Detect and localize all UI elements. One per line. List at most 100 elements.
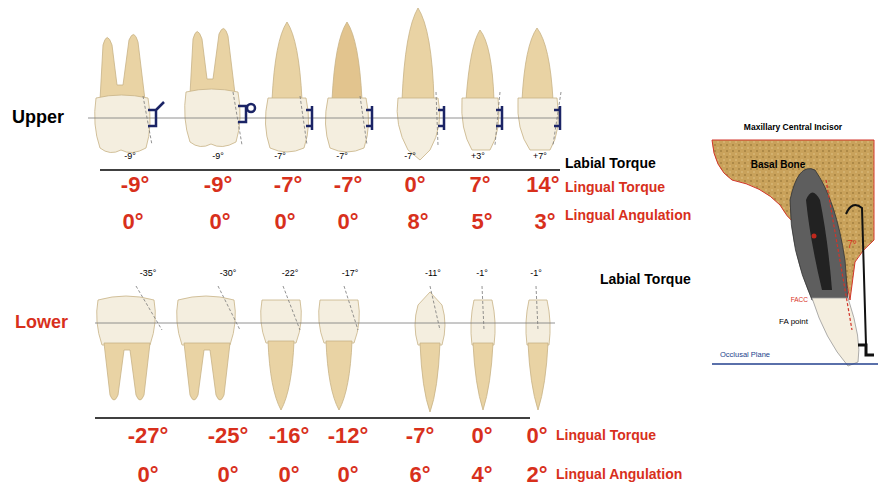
row-label: Lingual Angulation [556,467,682,482]
premolar [325,22,368,152]
incisor-root [790,169,848,300]
labial-torque-value: -7° [336,152,348,162]
occlusal-line [95,323,555,324]
jaw-label: Lower [15,313,68,333]
incisor-crown [812,298,859,366]
divider-line [95,417,530,419]
labial-torque-value: -30° [220,269,237,279]
lingual-angulation-value: 0° [337,210,358,234]
tooth-root [528,343,548,410]
lingual-angulation-value: 5° [471,210,492,234]
lingual-torque-value: -27° [128,424,169,448]
lingual-torque-value: -9° [204,173,232,197]
labial-torque-value: -1° [530,269,542,279]
lingual-angulation-value: 3° [534,210,555,234]
lingual-torque-value: 14° [526,173,559,197]
labial-torque-value: -35° [140,269,157,279]
lingual-angulation-value: 0° [278,463,299,487]
brackets [148,102,560,130]
lingual-torque-value: -7° [406,424,434,448]
row-label: Labial Torque [600,272,691,287]
torque-axis-lines [136,286,538,330]
point-label: FACC [791,296,808,303]
labial-torque-value: -7° [404,152,416,162]
labial-torque-value: -7° [274,152,286,162]
jaw-label: Upper [12,108,64,128]
tooth-crown [261,300,302,343]
tooth-root [332,22,362,100]
tooth-root [272,22,302,100]
tooth-root [420,343,440,412]
tooth-root [522,28,553,100]
row-label: Labial Torque [565,156,656,171]
region-label: Basal Bone [751,159,805,170]
lingual-angulation-value: 0° [274,210,295,234]
labial-torque-value: -11° [425,269,441,279]
lingual-torque-value: -7° [274,173,302,197]
lingual-torque-value: -16° [269,424,310,448]
labial-torque-value: -9° [212,152,224,162]
center-dot [812,234,817,239]
lingual-angulation-value: 2° [526,463,547,487]
tooth-root [402,8,434,100]
lingual-torque-value: -25° [208,424,249,448]
row-label: Lingual Angulation [565,208,691,223]
tooth-crown [319,300,360,343]
molar [185,28,240,146]
tooth-root [190,28,235,94]
lower-teeth [97,292,550,412]
tooth-root [104,343,150,400]
lingual-torque-value: 0° [404,173,425,197]
lingual-angulation-value: 0° [122,210,143,234]
tooth-root [466,30,494,100]
tooth-crown [415,292,445,345]
tooth-crown [325,98,368,152]
incisor-pulp [806,193,832,291]
labial-torque-value: +3° [471,152,485,162]
tooth-crown [95,95,150,153]
tooth-crown [462,98,499,150]
tooth-root [473,343,493,410]
point-label: FA point [779,318,808,327]
torque-axis-lines [143,92,561,145]
upper-teeth [95,8,559,160]
lingual-angulation-value: 0° [217,463,238,487]
tooth-root [100,34,145,100]
tooth-crown [265,98,308,152]
lingual-angulation-value: 0° [137,463,158,487]
lingual-angulation-value: 0° [337,463,358,487]
bracket-symbol [858,345,874,355]
tooth-root [268,341,294,410]
tooth-crown [177,296,236,345]
premolar [319,300,360,410]
lingual-angulation-value: 8° [407,210,428,234]
row-label: Lingual Torque [565,180,665,195]
inset-title: Maxillary Central Incisor [744,123,842,132]
labial-torque-value: -22° [282,269,299,279]
lingual-torque-value: -7° [334,173,362,197]
lingual-torque-value: 0° [526,424,547,448]
labial-torque-value: -17° [342,269,359,279]
labial-torque-value: -9° [124,152,136,162]
plane-label: Occlusal Plane [720,351,770,359]
tooth-root [184,343,230,400]
lingual-angulation-value: 6° [409,463,430,487]
occlusal-line [88,118,560,119]
angle-label: 7° [847,239,857,250]
incisor [526,300,550,410]
tooth-root [326,341,352,410]
occlusal-plane-line [712,363,878,365]
basal-bone [712,140,874,300]
lingual-torque-value: 0° [471,424,492,448]
labial-torque-value: -1° [476,269,488,279]
lingual-torque-value: -12° [328,424,369,448]
tooth-crown [397,98,440,160]
divider-line [100,169,560,171]
row-label: Lingual Torque [556,428,656,443]
labial-torque-value: +7° [533,152,547,162]
torque-arc [846,205,866,345]
lingual-angulation-value: 4° [471,463,492,487]
facc-line [826,180,852,330]
